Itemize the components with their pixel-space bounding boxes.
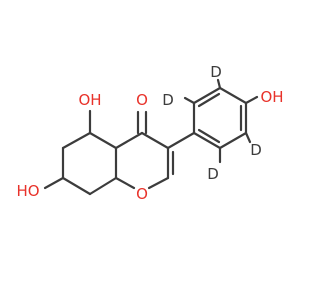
- phenol-hydroxyl-label: OH: [260, 88, 283, 106]
- bond: [88, 176, 118, 196]
- deuterium-label: D: [250, 141, 262, 159]
- ring-oxygen-label: O: [136, 185, 148, 203]
- bond: [43, 176, 65, 190]
- hydroxyl-label: HO: [16, 182, 39, 200]
- bond-phenyl-link: [166, 131, 196, 150]
- bond: [61, 131, 92, 150]
- bond-group-hydroxyl: [43, 109, 92, 190]
- deuterium-label: D: [162, 91, 174, 109]
- bond: [183, 96, 196, 105]
- bond: [216, 78, 222, 90]
- molecule-diagram: OH O HO O OH D D D D: [16, 63, 283, 203]
- bond: [114, 176, 136, 190]
- bond-group-pyranone-ring: [114, 131, 175, 190]
- structure-canvas: OH O HO O OH D D D D: [16, 63, 284, 203]
- bond-group-carbonyl: [136, 110, 148, 135]
- bond: [192, 131, 222, 150]
- bond-phenol: [244, 95, 259, 105]
- bond: [114, 131, 144, 150]
- deuterium-label: D: [207, 165, 219, 183]
- bond: [147, 176, 170, 190]
- bond: [140, 131, 170, 150]
- bond: [61, 176, 92, 196]
- bond: [244, 131, 252, 144]
- bond: [218, 131, 248, 150]
- carbonyl-oxygen-label: O: [136, 91, 148, 109]
- bond-group-saturated-ring: [61, 131, 118, 196]
- deuterium-label: D: [210, 63, 222, 81]
- bond: [192, 86, 222, 105]
- bond-group-deuterium: [183, 78, 252, 164]
- bond: [197, 128, 221, 144]
- bond: [88, 131, 118, 150]
- hydroxyl-label: OH: [78, 91, 101, 109]
- bond-group-phenyl-ring: [192, 86, 248, 150]
- bond: [218, 86, 248, 105]
- bond: [197, 92, 221, 108]
